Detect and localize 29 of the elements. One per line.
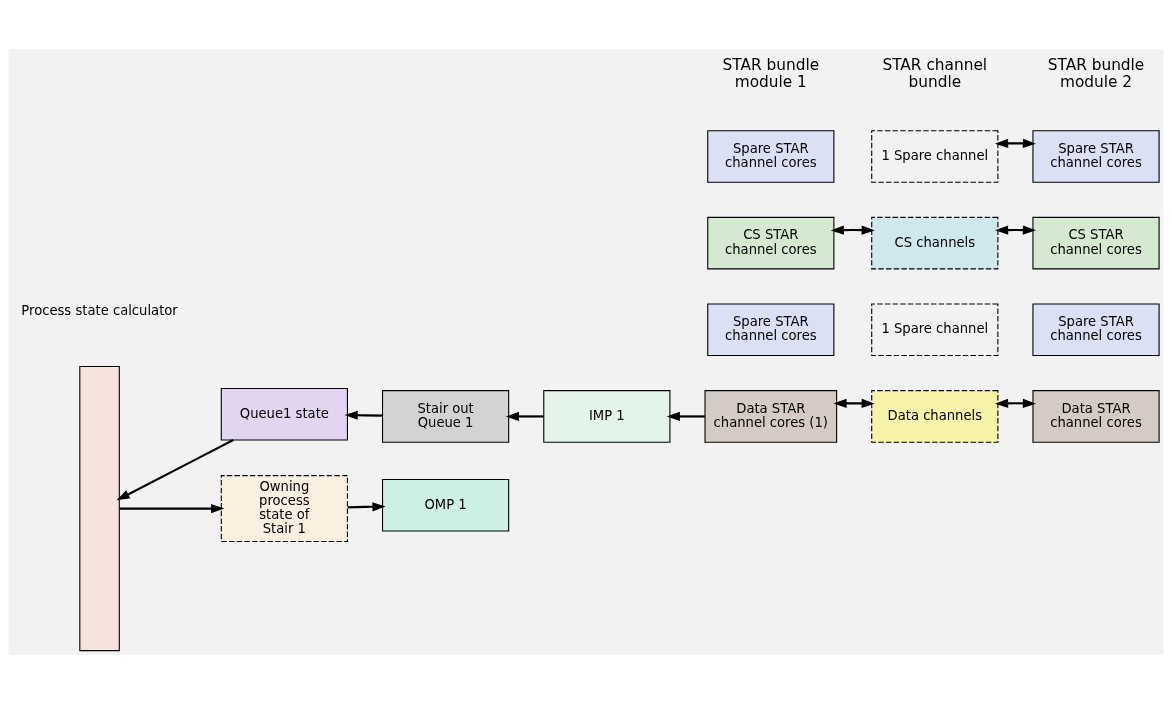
node-box: Spare STAR channel cores: [707, 303, 835, 357]
node-box: CS STAR channel cores: [707, 216, 835, 270]
node-box: Stair out Queue 1: [382, 390, 510, 443]
node-box: [79, 365, 120, 652]
node-label: Process state calculator: [21, 302, 178, 318]
node-box: Data STAR channel cores: [1032, 390, 1160, 443]
arrow: [119, 503, 225, 514]
node-box: CS channels: [871, 216, 999, 270]
arrow: [116, 439, 234, 501]
node-box: Data channels: [871, 390, 999, 443]
node-box: OMP 1: [382, 478, 510, 532]
node-box: Queue1 state: [220, 387, 348, 441]
label: STAR bundle module 2: [1047, 56, 1145, 91]
node-box: Owning process state of Stair 1: [220, 475, 348, 543]
arrow: [344, 410, 383, 420]
node-box: IMP 1: [543, 390, 671, 443]
node-box: 1 Spare channel: [871, 303, 999, 357]
node-box: Spare STAR channel cores: [707, 130, 835, 183]
arrow: [666, 411, 705, 422]
node-box: Spare STAR channel cores: [1032, 130, 1160, 183]
arrow: [830, 225, 875, 235]
label: STAR channel bundle: [882, 56, 988, 91]
node-box: Spare STAR channel cores: [1032, 303, 1160, 357]
node-box: 1 Spare channel: [871, 130, 999, 183]
arrow: [347, 502, 386, 512]
node-box: CS STAR channel cores: [1032, 216, 1160, 270]
label: STAR bundle module 1: [722, 56, 820, 91]
arrow: [505, 411, 544, 422]
node-box: Data STAR channel cores (1): [704, 390, 838, 443]
